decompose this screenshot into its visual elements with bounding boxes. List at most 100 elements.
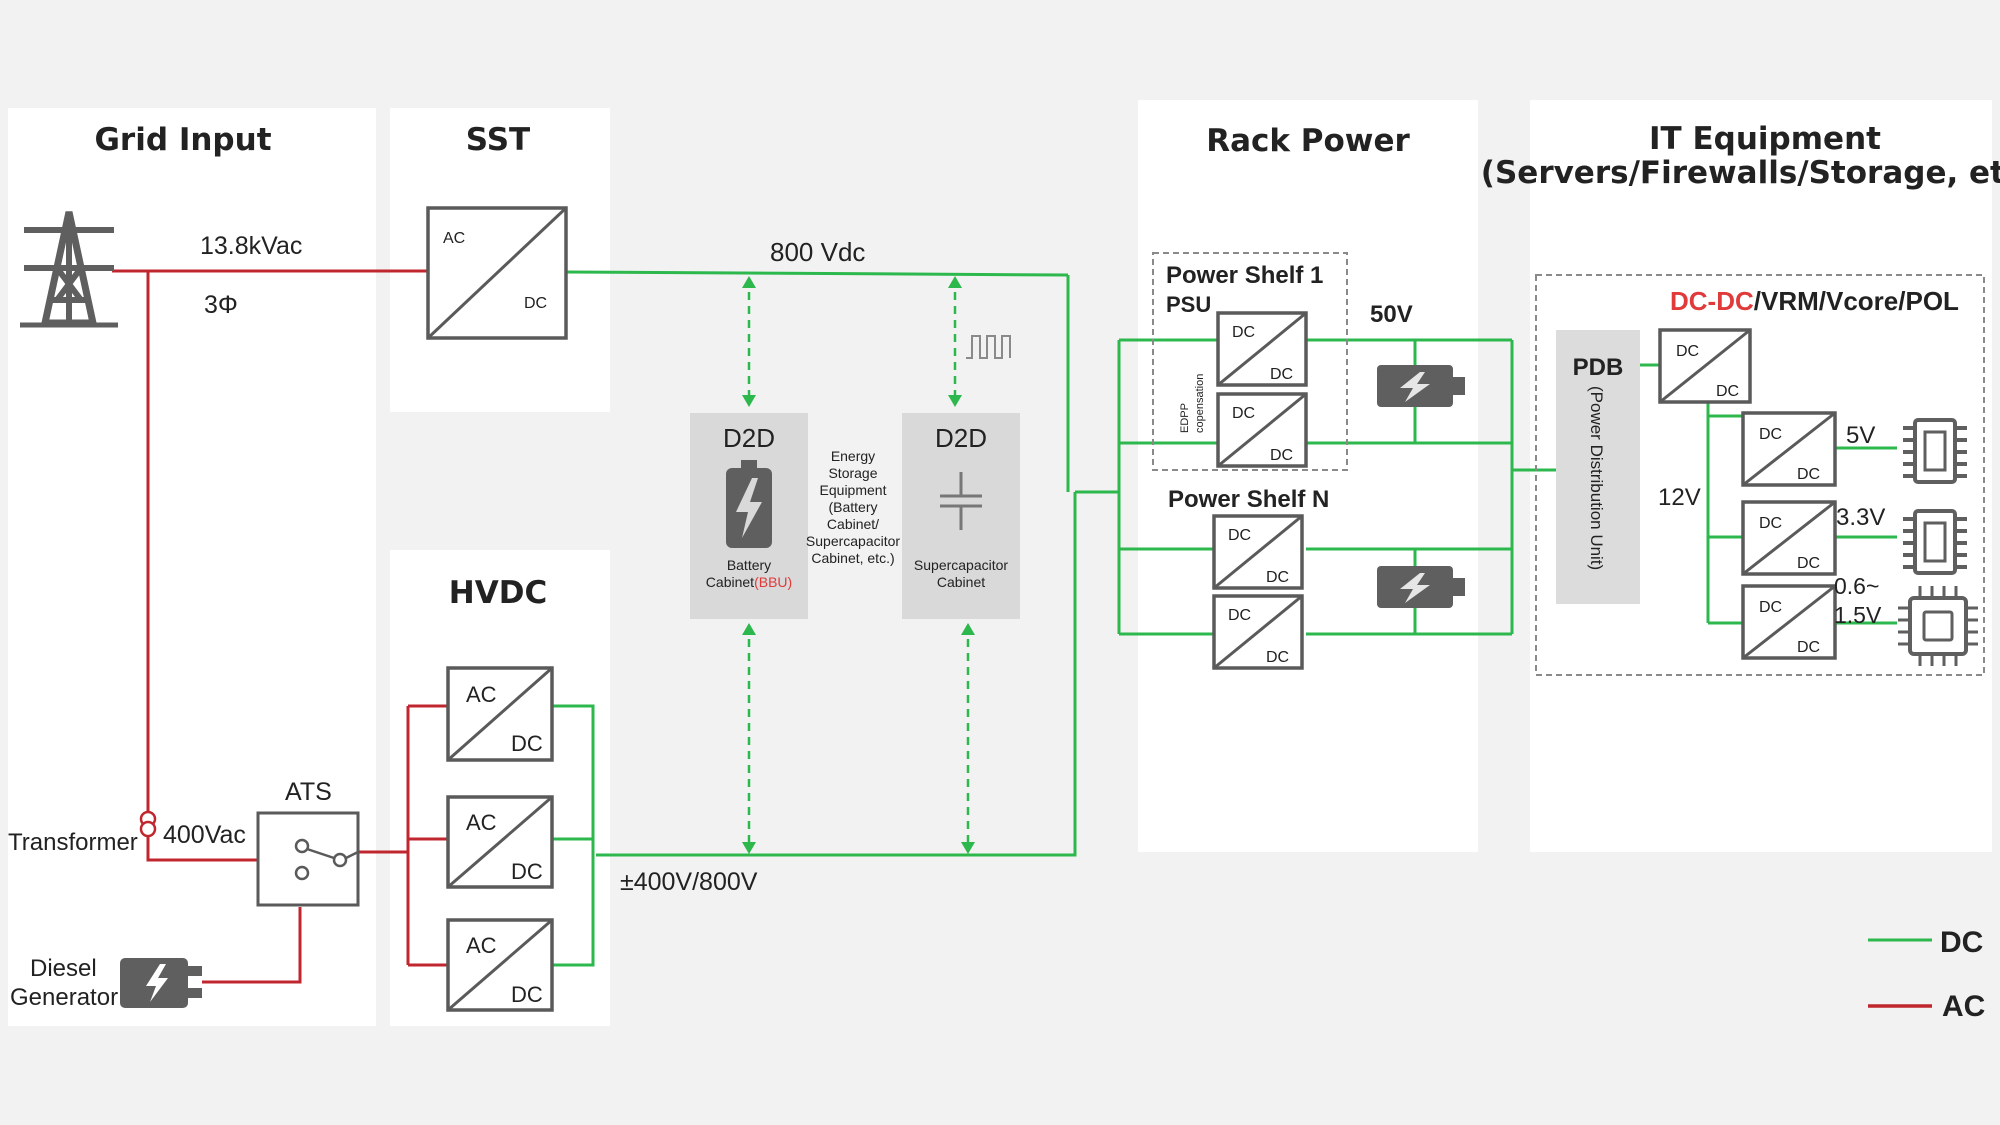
svg-text:D2D: D2D <box>935 423 987 453</box>
svg-text:Storage: Storage <box>828 465 877 481</box>
psu-converter-1: DC DC <box>1216 311 1308 387</box>
svg-text:DC: DC <box>1266 569 1289 586</box>
phase-label: 3Φ <box>204 291 238 319</box>
svg-text:DC: DC <box>1759 426 1782 443</box>
supercapacitor-cabinet: D2D Supercapacitor Cabinet <box>902 413 1020 619</box>
svg-text:DC: DC <box>1759 599 1782 616</box>
svg-text:Energy: Energy <box>831 448 875 464</box>
svg-text:DC: DC <box>1270 366 1293 383</box>
svg-text:DC: DC <box>1228 527 1251 544</box>
svg-text:Cabinet, etc.): Cabinet, etc.) <box>811 550 894 566</box>
voltage-06-label: 0.6~ <box>1834 573 1879 599</box>
svg-text:DC: DC <box>1228 607 1251 624</box>
bbu-battery-icon-2 <box>1377 566 1465 608</box>
svg-text:Supercapacitor: Supercapacitor <box>806 533 901 549</box>
svg-text:DC: DC <box>511 982 543 1007</box>
dcdc-converter-main: DC DC <box>1658 328 1752 404</box>
power-shelf-1-label: Power Shelf 1 <box>1166 262 1323 289</box>
svg-text:AC: AC <box>466 933 497 958</box>
rack-power-title: Rack Power <box>1206 123 1410 159</box>
sst-title: SST <box>466 122 530 158</box>
diesel-label-line2: Generator <box>10 984 118 1011</box>
sst-converter: AC DC <box>426 206 568 340</box>
pdb-full-name: (Power Distribution Unit) <box>1587 386 1606 570</box>
svg-text:DC: DC <box>1797 639 1820 656</box>
svg-text:Supercapacitor: Supercapacitor <box>914 557 1009 573</box>
ats-label: ATS <box>285 778 332 806</box>
hvdc-converter-2: AC DC <box>446 795 554 889</box>
svg-text:AC: AC <box>466 682 497 707</box>
svg-text:(Battery: (Battery <box>828 499 877 515</box>
power-shelf-1-group <box>1152 252 1348 471</box>
edpp-label: EDPP <box>1179 403 1191 433</box>
psu-label: PSU <box>1166 292 1211 317</box>
psu-converter-2: DC DC <box>1216 392 1308 468</box>
legend-dc-label: DC <box>1940 926 1983 959</box>
svg-text:Cabinet(BBU): Cabinet(BBU) <box>706 574 792 590</box>
low-ac-voltage-label: 400Vac <box>163 821 246 849</box>
dcdc-converter-core: DC DC <box>1741 584 1837 660</box>
bbu-battery-icon-1 <box>1377 365 1465 407</box>
ac-lines <box>112 269 448 984</box>
storage-dashed-links <box>742 276 975 854</box>
svg-text:Cabinet/: Cabinet/ <box>827 516 879 532</box>
edpp-compensation-label: copensation <box>1194 374 1206 433</box>
bbu-label: (BBU) <box>754 574 792 590</box>
svg-text:DC: DC <box>1759 515 1782 532</box>
svg-text:Cabinet: Cabinet <box>937 574 985 590</box>
energy-storage-note: Energy Storage Equipment (Battery Cabine… <box>806 448 901 566</box>
memory-chip-icon-1 <box>1903 418 1967 484</box>
hvdc-bus-label: ±400V/800V <box>620 868 758 896</box>
svg-text:DC: DC <box>1270 447 1293 464</box>
rack-power-panel <box>1138 100 1478 852</box>
transformer-label: Transformer <box>8 829 138 856</box>
svg-text:DC: DC <box>1232 324 1255 341</box>
dc-lines <box>552 270 1932 1008</box>
power-shelf-n-label: Power Shelf N <box>1168 486 1329 513</box>
voltage-3v3-label: 3.3V <box>1836 504 1885 531</box>
grid-voltage-label: 13.8kVac <box>200 232 302 260</box>
pdb-output-voltage: 12V <box>1658 484 1701 511</box>
psu-converter-4: DC DC <box>1212 594 1304 670</box>
svg-text:DC: DC <box>1676 343 1699 360</box>
it-equipment-subtitle: (Servers/Firewalls/Storage, etc.) <box>1481 155 2000 191</box>
voltage-15-label: 1.5V <box>1834 602 1882 628</box>
shelf-output-voltage: 50V <box>1370 301 1413 328</box>
svg-text:DC: DC <box>511 731 543 756</box>
hvdc-converter-1: AC DC <box>446 666 554 762</box>
svg-text:D2D: D2D <box>723 423 775 453</box>
diesel-generator-icon <box>120 958 202 1008</box>
pulse-waveform-icon <box>966 335 1011 359</box>
svg-text:Equipment: Equipment <box>820 482 887 498</box>
pdb-unit: PDB (Power Distribution Unit) <box>1556 330 1640 604</box>
dcdc-chain-label: DC-DC/VRM/Vcore/POL <box>1670 286 1959 316</box>
memory-chip-icon-2 <box>1903 509 1967 575</box>
svg-text:DC: DC <box>1797 555 1820 572</box>
svg-text:AC: AC <box>443 230 465 247</box>
voltage-5v-label: 5V <box>1846 422 1875 449</box>
cpu-chip-icon <box>1898 586 1978 666</box>
svg-text:DC: DC <box>1232 405 1255 422</box>
battery-cabinet: D2D Battery Cabinet(BBU) <box>690 413 808 619</box>
hvdc-converter-3: AC DC <box>446 918 554 1012</box>
grid-input-title: Grid Input <box>94 122 271 158</box>
hvdc-title: HVDC <box>449 575 547 611</box>
dcdc-converter-5v: DC DC <box>1741 411 1837 487</box>
svg-text:AC: AC <box>466 810 497 835</box>
psu-converter-3: DC DC <box>1212 514 1304 590</box>
svg-text:DC: DC <box>1797 466 1820 483</box>
svg-text:PDB: PDB <box>1573 354 1624 381</box>
legend-ac-label: AC <box>1942 990 1985 1023</box>
svg-text:DC: DC <box>524 295 547 312</box>
svg-text:DC: DC <box>1266 649 1289 666</box>
transformer-icon <box>139 810 157 838</box>
ats-switch <box>256 811 360 907</box>
dcdc-converter-3v3: DC DC <box>1741 500 1837 576</box>
bus-800-label: 800 Vdc <box>770 237 865 267</box>
svg-text:DC: DC <box>511 859 543 884</box>
transmission-tower-icon <box>20 211 118 328</box>
it-equipment-group <box>1535 274 1985 676</box>
diesel-label-line1: Diesel <box>30 955 97 982</box>
svg-text:Battery: Battery <box>727 557 771 573</box>
